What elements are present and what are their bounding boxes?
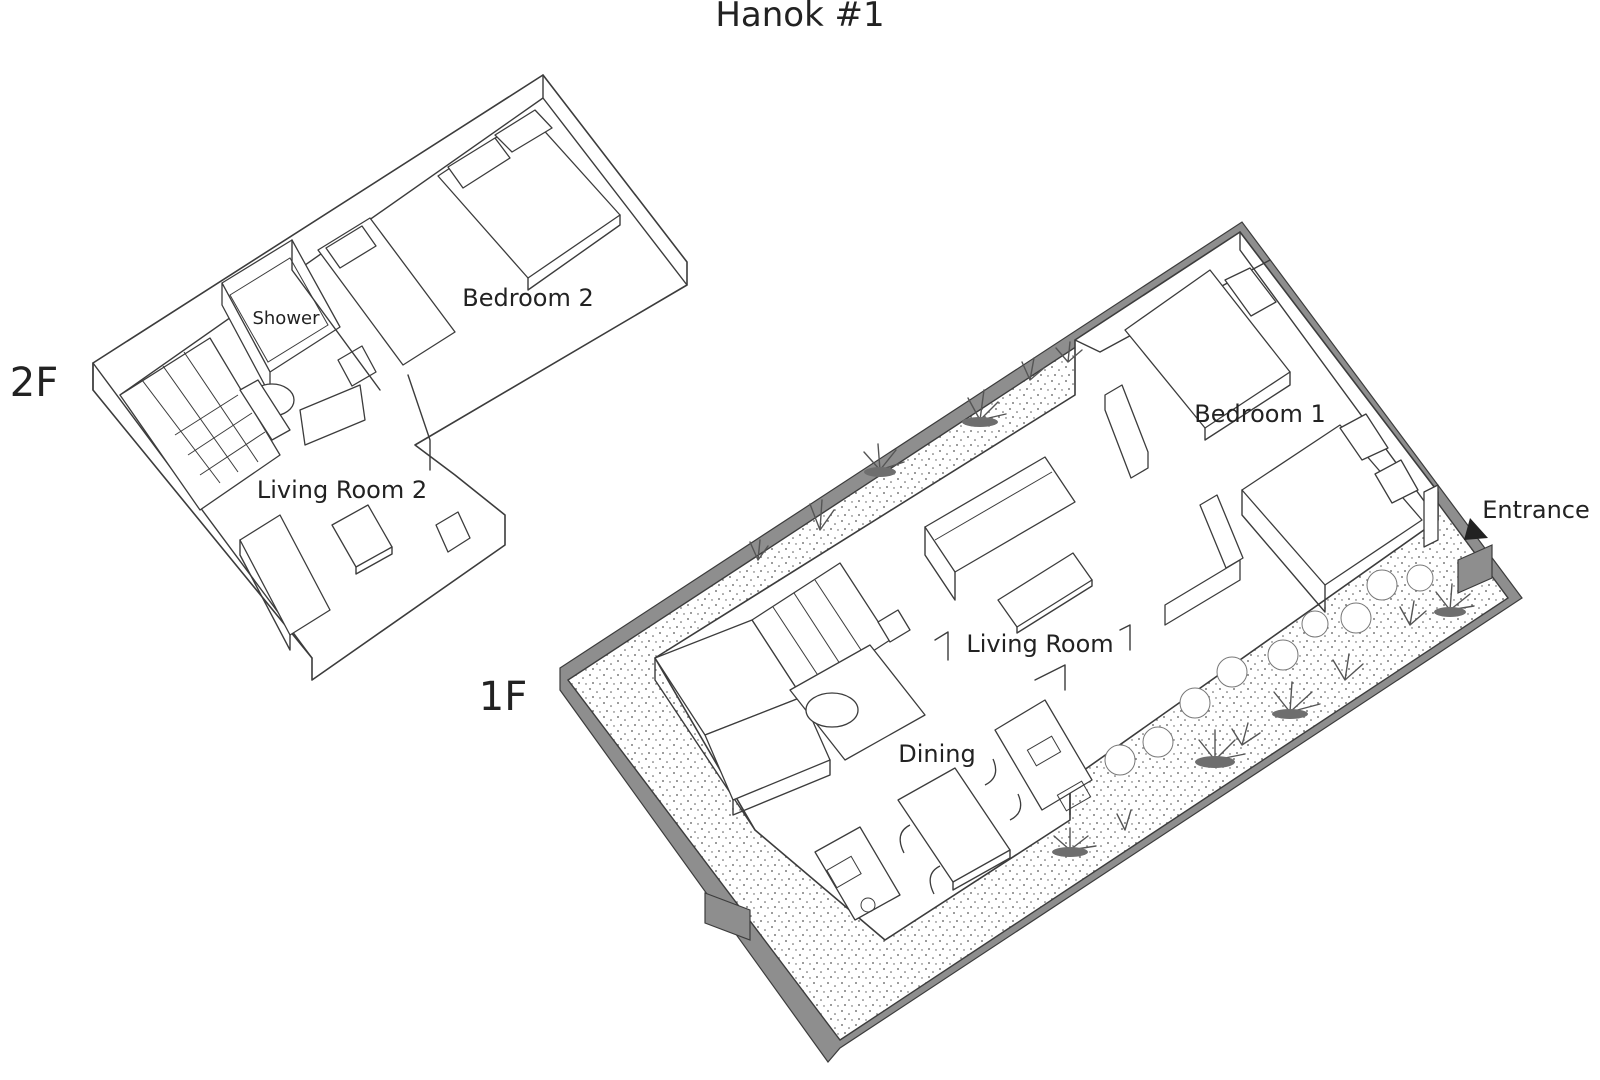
bedroom1-bed-upper [1124,267,1291,441]
ground-floor-plan: Bedroom 1 Living Room Dining Entrance [559,221,1590,1063]
toilet-fixture [239,379,295,441]
dining-table [897,758,1022,895]
living-room-sofa [924,456,1076,601]
kitchen-counter [814,699,1093,921]
shower-label: Shower [252,308,320,329]
sink-fixture [337,345,377,387]
upper-floor-label: 2F [10,360,58,406]
garden-grasses [749,341,1475,857]
living-room2-table [331,504,393,575]
upper-floor-plan: Bedroom 2 Shower Living Room 2 [92,74,688,681]
living-room2-label: Living Room 2 [257,476,427,504]
entrance-door [1457,544,1493,594]
ground-staircase [751,562,911,698]
bedroom1-bed-lower [1241,413,1423,613]
ground-floor-label: 1F [479,674,527,720]
bedroom2-label: Bedroom 2 [462,284,593,312]
upper-staircase [119,337,281,511]
entrance-arrow-icon [1464,518,1488,540]
bedroom2-bed [437,109,621,291]
diagram-title: Hanok #1 [715,0,884,35]
stepping-stones [1104,564,1434,776]
living-room2-sofa [239,514,331,651]
side-door [704,892,751,941]
bedroom1-partition [1104,384,1149,479]
living-room2-chair [435,511,471,553]
living-room-table [997,552,1093,634]
entrance-label: Entrance [1482,496,1590,524]
living-room-label: Living Room [966,630,1113,658]
dining-label: Dining [898,740,975,768]
shower-room [221,239,341,396]
bedroom2-single-bed [317,217,456,366]
bedroom1-label: Bedroom 1 [1194,400,1325,428]
bath-block [654,619,926,816]
